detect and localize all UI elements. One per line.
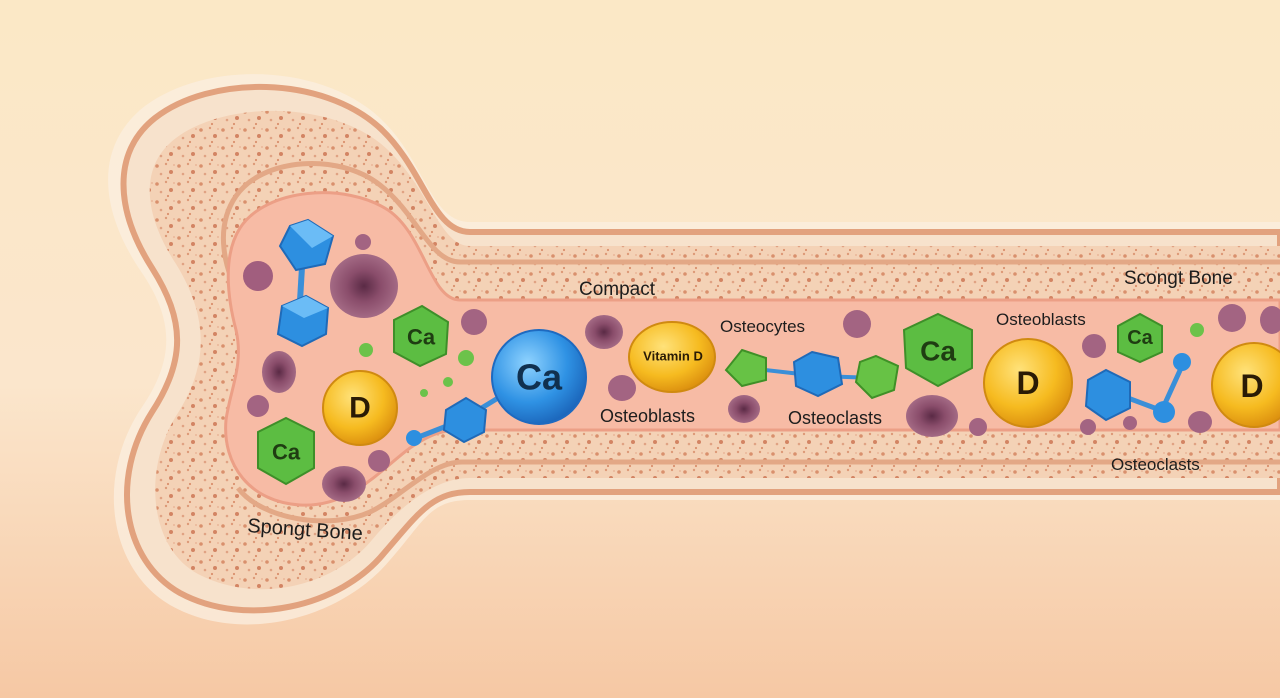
vitamin-d-letter: D [1240,368,1263,404]
cell-icon [1260,306,1280,334]
cell-icon [243,261,273,291]
vitamin-d-sphere-1: D [322,370,398,446]
green-molecule-chain [724,348,900,400]
cell-icon [1082,334,1106,358]
hexagon-molecule-icon [792,350,844,398]
cell-icon [322,466,366,502]
cell-icon [843,310,871,338]
vitamin-d-sphere-icon [1211,342,1280,428]
calcium-label: Ca [272,440,301,465]
vitamin-d-letter: D [1016,365,1039,401]
label-scongt-bone: Scongt Bone [1124,268,1233,289]
hexagon-molecule-icon [1084,368,1131,422]
hexagon-molecule-icon [724,348,767,388]
calcium-label: Ca [1127,327,1153,349]
label-osteoclasts-mid: Osteoclasts [788,408,882,428]
label-osteoclasts-bottom: Osteoclasts [1111,455,1200,474]
cell-icon [608,375,636,401]
vitamin-d-sphere-2: D [983,338,1073,428]
vitamin-d-oval: Vitamin D [628,321,716,393]
blue-molecule-cluster-2 [406,395,500,446]
label-osteoblasts-top: Osteoblasts [996,310,1086,329]
cell-icon [906,395,958,437]
cell-icon [1123,416,1137,430]
cell-icon [585,315,623,349]
calcium-label: Ca [407,325,436,350]
hexagon-molecule-icon [854,354,900,400]
vitamin-d-sphere-icon [983,338,1073,428]
label-osteoblasts-mid: Osteoblasts [600,406,695,426]
cell-icon [728,395,760,423]
vitamin-d-letter: D [349,392,371,425]
cell-icon [330,254,398,318]
compact-bone-line [221,161,1280,302]
cell-icon [969,418,987,436]
calcium-hexagon-4: Ca [1117,312,1163,364]
label-osteocytes: Osteocytes [720,317,805,336]
cell-icon [355,234,371,250]
cell-icon [461,309,487,335]
blood-cells [243,234,1280,502]
cell-icon [262,351,296,393]
cell-icon [247,395,269,417]
cell-icon [1218,304,1246,332]
blue-molecule-cluster-3 [1084,353,1191,423]
vitamin-d-sphere-3: D [1211,342,1280,428]
cell-icon [1188,411,1212,433]
calcium-label: Ca [920,336,956,367]
label-compact: Compact [579,279,656,300]
green-particles [359,323,1204,397]
cell-icon [1080,419,1096,435]
blue-molecule-cluster-1 [276,218,335,348]
vitamin-d-sphere-icon [628,321,716,393]
vitamin-d-sphere-icon [322,370,398,446]
vitamin-d-text: Vitamin D [643,349,703,364]
hexagon-molecule-icon [442,396,488,444]
compact-bone-line-lower [236,459,1280,524]
cell-icon [368,450,390,472]
calcium-label: Ca [516,357,563,398]
calcium-hexagon-3: Ca [902,312,973,388]
calcium-sphere: Ca [491,329,587,425]
calcium-hexagon-2: Ca [257,416,315,486]
calcium-hexagon-1: Ca [393,304,450,368]
